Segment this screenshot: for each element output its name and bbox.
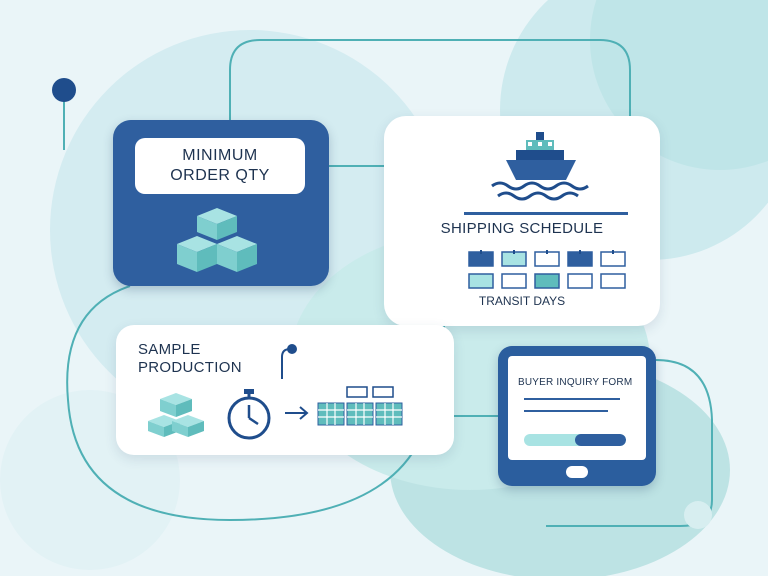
cargo-ship-icon <box>491 132 589 201</box>
buyer-inquiry-tablet: BUYER INQUIRY FORM <box>498 346 656 486</box>
tablet-screen: BUYER INQUIRY FORM <box>508 356 646 460</box>
minimum-order-card: MINIMUM ORDER QTY <box>113 120 329 286</box>
node-dot-left <box>52 78 76 102</box>
form-progress-fill <box>575 434 626 446</box>
form-line-2 <box>524 410 608 412</box>
calendar-grid-icon <box>468 250 626 289</box>
minimum-order-label: MINIMUM ORDER QTY <box>135 138 305 194</box>
form-line-1 <box>524 398 620 400</box>
connector-top-loop <box>229 39 631 120</box>
node-dot-bottom-right <box>684 501 712 529</box>
tablet-home-button[interactable] <box>566 466 588 478</box>
sample-production-card: SAMPLE PRODUCTION <box>116 325 464 455</box>
buyer-inquiry-form-title: BUYER INQUIRY FORM <box>518 377 633 388</box>
boxes-icon <box>148 393 204 437</box>
transit-days-label: TRANSIT DAYS <box>478 294 566 308</box>
pin-icon <box>281 344 297 379</box>
form-progress-bar <box>524 434 626 446</box>
stopwatch-icon <box>227 389 271 440</box>
divider-line <box>464 212 628 215</box>
shipping-schedule-title: SHIPPING SCHEDULE <box>440 220 604 237</box>
arrow-right-icon <box>285 406 309 420</box>
connector-bottom-loop <box>66 285 421 522</box>
calendar-icon <box>317 386 403 426</box>
stacked-boxes-icon <box>177 208 257 272</box>
shipping-schedule-card: SHIPPING SCHEDULE TRANS <box>384 116 660 326</box>
sample-production-label: SAMPLE PRODUCTION <box>138 341 242 376</box>
